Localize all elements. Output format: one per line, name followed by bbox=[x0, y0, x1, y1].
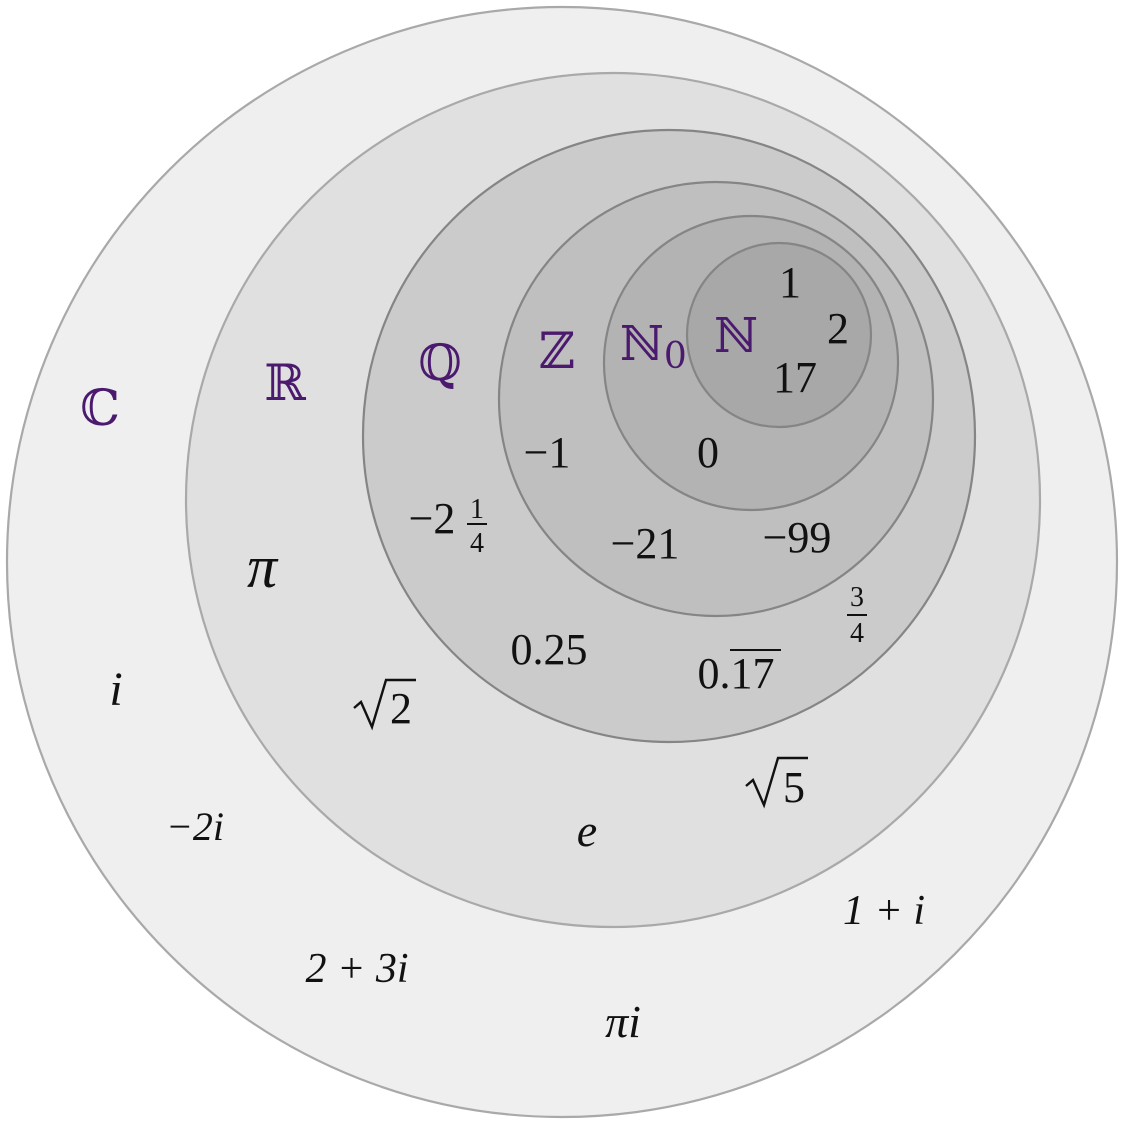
repeating-decimal-text: 0.17 bbox=[698, 649, 775, 698]
sqrt-2-radicand: 2 bbox=[390, 684, 412, 733]
member-mixed-fraction: −2 1 4 bbox=[409, 494, 487, 559]
member-2-plus-3i: 2 + 3i bbox=[305, 946, 408, 992]
member-minus-2i: −2i bbox=[166, 804, 224, 849]
member-pi-i: πi bbox=[605, 996, 641, 1047]
member-1-plus-i: 1 + i bbox=[843, 888, 925, 934]
set-regions bbox=[5, 5, 1119, 1119]
radical-sign-icon bbox=[353, 678, 416, 731]
member-17: 17 bbox=[773, 353, 817, 402]
set-label-naturals-zero-base: ℕ bbox=[620, 316, 664, 372]
fraction-denominator: 4 bbox=[850, 618, 864, 649]
set-label-naturals-zero-subscript: 0 bbox=[664, 336, 687, 377]
reals-members: π e 2 5 bbox=[247, 534, 808, 856]
naturals-zero-members: 0 bbox=[697, 428, 719, 477]
mixed-fraction-denominator: 4 bbox=[470, 528, 484, 559]
sqrt-5-radicand: 5 bbox=[783, 763, 805, 812]
natural-numbers-region bbox=[685, 241, 873, 429]
member-minus-21: −21 bbox=[611, 519, 680, 568]
member-0: 0 bbox=[697, 428, 719, 477]
mixed-fraction-whole: −2 bbox=[409, 494, 456, 543]
mixed-fraction-numerator: 1 bbox=[470, 494, 484, 525]
set-label-naturals: ℕ bbox=[714, 308, 758, 364]
set-labels: ℂ ℝ ℚ ℤ ℕ0 ℕ bbox=[80, 308, 758, 437]
set-label-naturals-zero: ℕ0 bbox=[620, 316, 687, 377]
naturals-members: 1 2 17 bbox=[773, 258, 849, 402]
complex-members: i −2i 2 + 3i πi 1 + i bbox=[109, 663, 925, 1047]
set-label-real: ℝ bbox=[264, 354, 306, 412]
radical-sign-icon bbox=[745, 756, 808, 809]
member-sqrt-2: 2 bbox=[353, 678, 416, 733]
member-pi: π bbox=[247, 534, 279, 600]
member-minus-1: −1 bbox=[524, 428, 571, 477]
member-2: 2 bbox=[827, 304, 849, 353]
set-label-rational: ℚ bbox=[418, 334, 462, 392]
member-decimal: 0.25 bbox=[511, 625, 588, 674]
rationals-members: −2 1 4 3 4 0.25 0.17 bbox=[409, 494, 867, 698]
member-1: 1 bbox=[779, 258, 801, 307]
set-label-complex: ℂ bbox=[80, 379, 120, 437]
member-i: i bbox=[109, 663, 122, 716]
member-sqrt-5: 5 bbox=[745, 756, 808, 812]
member-repeating-decimal: 0.17 bbox=[698, 649, 781, 698]
fraction-numerator: 3 bbox=[850, 582, 864, 613]
member-fraction-three-quarters: 3 4 bbox=[847, 582, 867, 649]
repeating-decimal-repetend: 17 bbox=[731, 649, 775, 698]
member-minus-99: −99 bbox=[763, 513, 832, 562]
integers-members: −1 −21 −99 bbox=[524, 428, 832, 568]
member-e: e bbox=[577, 805, 597, 856]
repeating-decimal-prefix: 0. bbox=[698, 649, 731, 698]
set-label-integers: ℤ bbox=[539, 322, 576, 380]
